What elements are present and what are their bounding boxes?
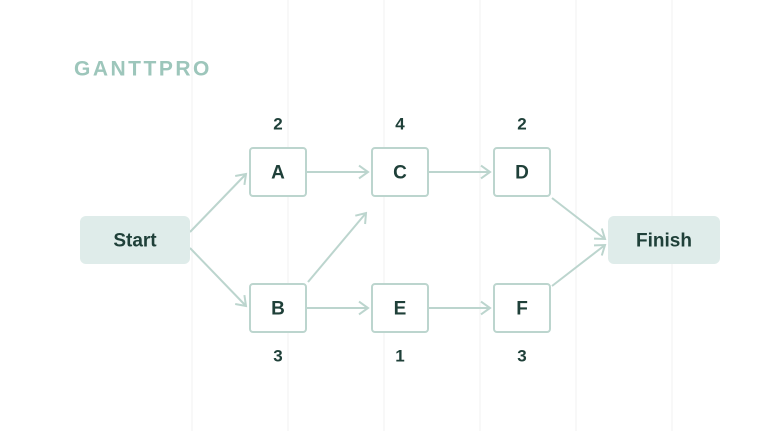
terminal-box-finish[interactable] <box>608 216 720 264</box>
terminal-start[interactable]: Start <box>80 216 190 264</box>
task-duration-F: 3 <box>517 347 526 366</box>
task-node-F[interactable]: F3 <box>493 283 551 366</box>
task-node-B[interactable]: B3 <box>249 283 307 366</box>
task-label-C: C <box>393 163 407 184</box>
terminal-box-start[interactable] <box>80 216 190 264</box>
edge-e-f <box>428 300 492 316</box>
grid-lines <box>191 0 673 431</box>
edge-start-a <box>189 172 248 233</box>
task-node-E[interactable]: E1 <box>371 283 429 366</box>
task-label-D: D <box>515 163 529 184</box>
edge-start-b <box>189 247 248 308</box>
task-node-C[interactable]: C4 <box>371 115 429 197</box>
task-node-D[interactable]: D2 <box>493 115 551 197</box>
edge-f-finish <box>551 243 607 287</box>
task-box-D[interactable] <box>493 147 551 197</box>
edge-d-finish <box>551 197 607 241</box>
arrowhead-b-e <box>358 300 370 316</box>
task-duration-C: 4 <box>395 115 405 134</box>
arrowhead-c-d <box>480 164 492 180</box>
arrowhead-a-c <box>358 164 370 180</box>
arrowhead-start-a <box>235 172 248 186</box>
arrowhead-d-finish <box>593 228 607 241</box>
task-box-C[interactable] <box>371 147 429 197</box>
task-box-A[interactable] <box>249 147 307 197</box>
task-box-E[interactable] <box>371 283 429 333</box>
arrowhead-b-c <box>355 211 368 225</box>
edge-a-c <box>306 164 370 180</box>
edge-b-c <box>307 211 368 283</box>
task-label-E: E <box>394 299 407 320</box>
task-node-A[interactable]: A2 <box>249 115 307 197</box>
terminal-label-finish: Finish <box>636 231 692 252</box>
terminal-finish[interactable]: Finish <box>608 216 720 264</box>
task-duration-D: 2 <box>517 115 526 134</box>
task-box-F[interactable] <box>493 283 551 333</box>
edge-b-e <box>306 300 370 316</box>
task-label-A: A <box>271 163 285 184</box>
edge-c-d <box>428 164 492 180</box>
arrowhead-e-f <box>480 300 492 316</box>
task-duration-A: 2 <box>273 115 282 134</box>
task-label-B: B <box>271 299 285 320</box>
arrowhead-f-finish <box>593 243 607 256</box>
task-duration-E: 1 <box>395 347 404 366</box>
edges-group <box>189 164 607 316</box>
arrowhead-start-b <box>235 294 248 308</box>
task-label-F: F <box>516 299 528 320</box>
terminal-label-start: Start <box>113 231 157 252</box>
task-box-B[interactable] <box>249 283 307 333</box>
task-duration-B: 3 <box>273 347 282 366</box>
ganttpro-logo: GANTTPRO <box>74 58 212 81</box>
